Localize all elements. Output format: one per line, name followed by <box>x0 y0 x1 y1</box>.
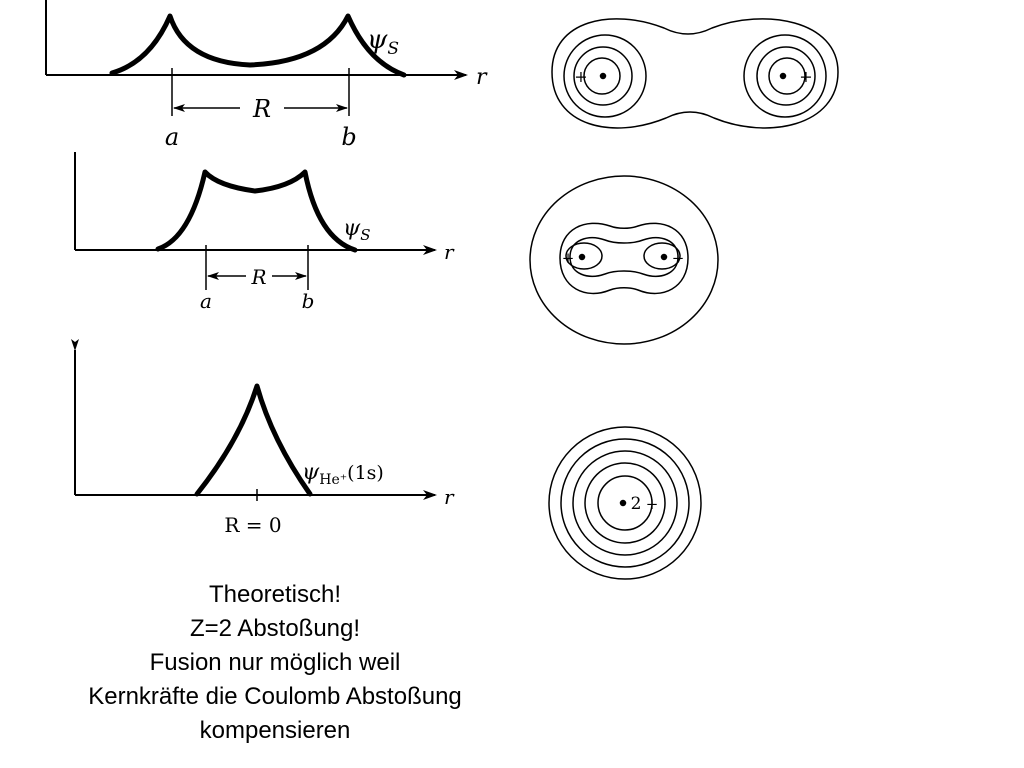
graph-panel-2: r ψS R a b <box>74 152 455 313</box>
graph-panel-1: r ψS R a b <box>45 0 488 151</box>
right-nucleus <box>779 72 787 80</box>
contour-ring-3 <box>572 450 678 556</box>
nucleus-label-a: a <box>200 289 212 313</box>
outer-contour <box>529 175 719 345</box>
nuclear-charge-label: 2 <box>631 494 642 514</box>
axis-label-r: r <box>444 485 455 509</box>
nucleus-label-a: a <box>165 123 179 151</box>
left-contour-mid <box>573 46 633 106</box>
caption-line-1: Theoretisch! <box>208 581 342 608</box>
contour-ring-5 <box>597 475 653 531</box>
contour-ring-2 <box>560 438 690 568</box>
wavefunction-curve <box>194 383 313 497</box>
graph-panel-3: r ψHe⁺(1s) R = 0 <box>71 339 455 537</box>
separation-label: R <box>252 95 271 123</box>
right-contour-inner <box>768 57 806 95</box>
left-lobe <box>565 242 603 270</box>
axis-label-r: r <box>476 65 488 90</box>
outer-contour <box>551 18 839 129</box>
caption-line-4: Kernkräfte die Coulomb Abstoßung <box>88 683 462 710</box>
psi-label: ψS <box>343 216 371 244</box>
caption-line-3: Fusion nur möglich weil <box>149 649 401 676</box>
inner-contour <box>569 236 679 278</box>
middle-contour <box>559 222 689 295</box>
caption: Theoretisch! Z=2 Abstoßung! Fusion nur m… <box>40 578 510 748</box>
left-contour-inner <box>583 57 621 95</box>
psi-label: ψS <box>367 25 399 59</box>
right-contour-mid <box>756 46 816 106</box>
contour-plot-2: + + <box>529 175 719 345</box>
separation-label: R = 0 <box>224 513 281 537</box>
caption-line-2: Z=2 Abstoßung! <box>189 615 361 642</box>
contour-ring-1 <box>548 426 702 580</box>
right-lobe <box>643 242 681 270</box>
left-mark: + <box>574 67 587 86</box>
left-nucleus <box>578 253 586 261</box>
left-contour-outer <box>563 34 647 118</box>
nucleus <box>619 499 627 507</box>
right-mark: + <box>799 67 812 86</box>
contour-ring-4 <box>584 462 666 544</box>
charge-mark: + <box>646 495 659 513</box>
nucleus-label-b: b <box>302 289 315 313</box>
caption-line-5: kompensieren <box>199 717 351 744</box>
right-mark: + <box>672 249 685 267</box>
psi-label: ψHe⁺(1s) <box>302 460 384 488</box>
contour-plot-1: + + <box>551 18 839 129</box>
left-nucleus <box>599 72 607 80</box>
nucleus-label-b: b <box>341 123 356 151</box>
left-mark: + <box>562 249 575 267</box>
axis-label-r: r <box>444 240 455 264</box>
right-contour-outer <box>743 34 827 118</box>
separation-label: R <box>250 265 266 289</box>
wavefunction-curve <box>155 169 358 253</box>
right-nucleus <box>660 253 668 261</box>
wavefunction-curve <box>109 13 407 78</box>
contour-plot-3: 2 + <box>548 426 702 580</box>
